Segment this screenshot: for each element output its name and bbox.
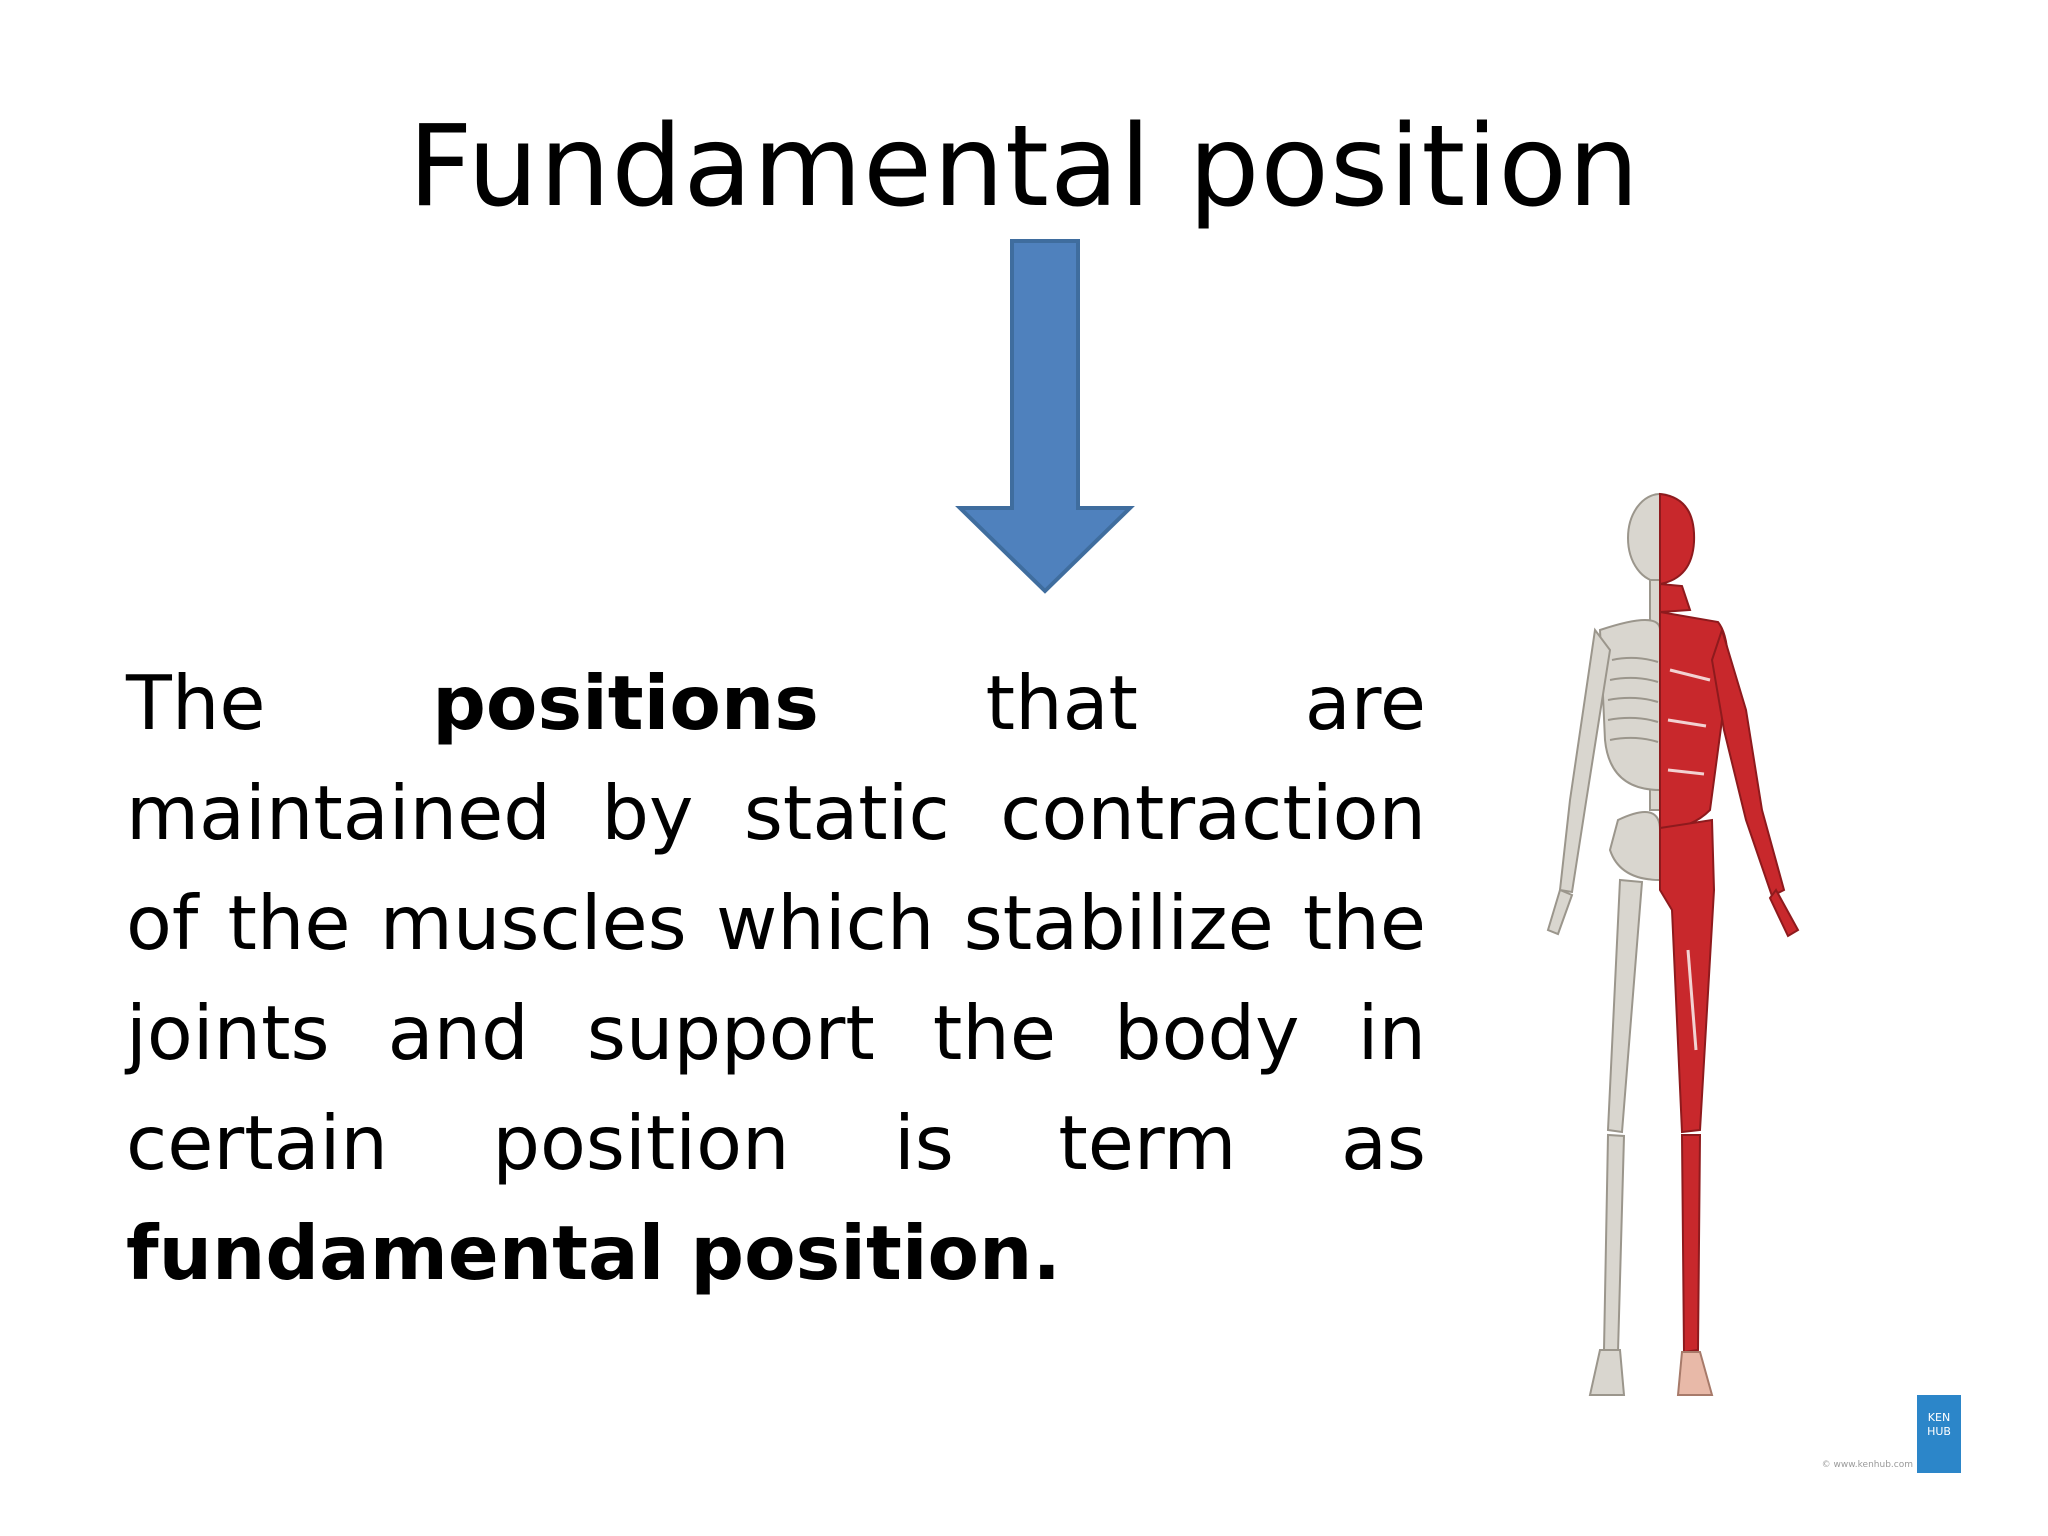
logo-line-2: HUB [1927,1425,1951,1438]
logo-line-1: KEN [1927,1411,1951,1424]
emphasis-fundamental-position: fundamental position. [126,1209,1061,1297]
text-segment: that are maintained by static contractio… [126,659,1426,1187]
down-arrow-icon [955,239,1135,594]
image-credit: © www.kenhub.com [1821,1460,1913,1470]
kenhub-logo: KEN HUB [1917,1395,1961,1473]
emphasis-positions: positions [432,659,819,747]
text-segment: The [126,659,433,747]
definition-paragraph: The positions that are maintained by sta… [126,648,1426,1308]
anatomy-figure [1546,492,1800,1396]
slide-title: Fundamental position [408,102,1640,232]
